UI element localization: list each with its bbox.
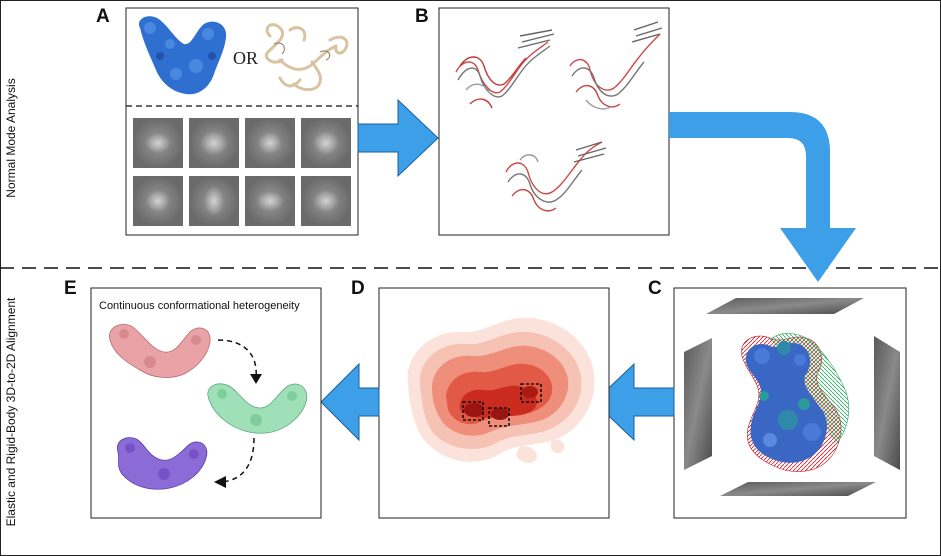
conformation-2 (207, 383, 308, 434)
panel-c-letter: C (648, 278, 662, 299)
arrow-b-to-c (669, 112, 856, 282)
fitted-model-icon (741, 333, 849, 472)
panel-e-letter: E (64, 278, 77, 299)
transition-arrowhead-2 (214, 476, 226, 488)
panel-b: B (415, 6, 670, 236)
projection-plane-top (706, 298, 864, 314)
top-section-label: Normal Mode Analysis (4, 78, 18, 197)
panel-e: E Continuous conformational heterogeneit… (64, 278, 322, 519)
normal-mode-ensemble-1 (455, 29, 555, 109)
panel-a-letter: A (96, 6, 110, 27)
normal-mode-ensemble-3 (505, 141, 607, 212)
projection-plane-left (684, 338, 712, 470)
conformational-density-map (407, 317, 595, 463)
panel-b-letter: B (415, 6, 429, 27)
atomic-model-icon (265, 23, 349, 92)
arrow-d-to-e (320, 362, 380, 442)
panel-d: D (351, 278, 610, 519)
density-map-icon (139, 16, 227, 95)
or-label: OR (233, 48, 258, 68)
conformation-1 (109, 324, 211, 378)
conformation-3 (116, 437, 208, 490)
panel-b-frame (438, 7, 670, 236)
selected-region-2 (488, 407, 510, 427)
panel-a: A OR (96, 6, 359, 236)
transition-arrow-1 (217, 339, 257, 379)
panel-d-letter: D (351, 278, 365, 299)
panel-c: C (648, 278, 907, 519)
normal-mode-ensemble-2 (569, 21, 663, 110)
transition-arrowhead-1 (250, 374, 262, 384)
arrow-a-to-b (357, 98, 439, 178)
projection-plane-bottom (720, 482, 876, 496)
bottom-section-label: Elastic and Rigid-Body 3D-to-2D Alignmen… (4, 297, 18, 526)
projection-plane-right (874, 336, 900, 470)
selected-region-1 (462, 401, 484, 421)
particle-images (133, 118, 351, 226)
transition-arrow-2 (221, 437, 255, 483)
selected-region-3 (520, 383, 542, 403)
panel-e-caption: Continuous conformational heterogeneity (99, 300, 300, 312)
arrow-c-to-d (593, 362, 675, 442)
